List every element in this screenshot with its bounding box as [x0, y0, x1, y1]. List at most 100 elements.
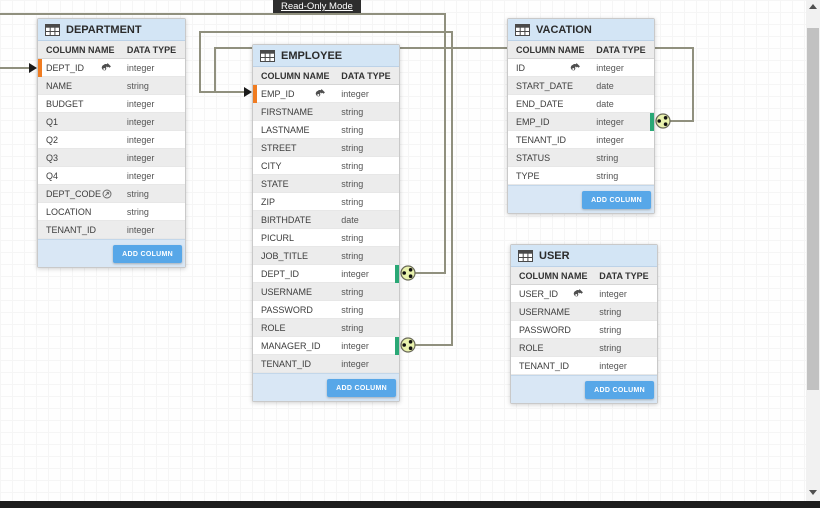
column-row[interactable]: PASSWORD string	[511, 321, 657, 339]
column-type: string	[599, 324, 622, 335]
column-name: START_DATE	[516, 80, 574, 91]
column-type: integer	[126, 98, 155, 109]
horizontal-scrollbar[interactable]	[0, 501, 820, 508]
column-type: string	[341, 178, 364, 189]
add-column-button[interactable]: ADD COLUMN	[585, 381, 654, 399]
arrowhead-employee-empid	[244, 87, 252, 97]
column-type: date	[341, 214, 359, 225]
column-type: string	[596, 170, 619, 181]
table-title-bar[interactable]: USER	[511, 245, 657, 267]
column-type: string	[341, 106, 364, 117]
column-name: DEPT_ID	[261, 268, 300, 279]
table-title-bar[interactable]: DEPARTMENT	[38, 19, 185, 41]
read-only-mode-badge[interactable]: Read-Only Mode	[273, 0, 361, 13]
table-title: USER	[539, 249, 570, 262]
wire-employee-managerid-to-employee-empid	[199, 31, 453, 346]
add-column-button[interactable]: ADD COLUMN	[582, 191, 651, 209]
column-type: integer	[126, 62, 155, 73]
foreign-key-marker	[395, 337, 399, 355]
table-title-bar[interactable]: EMPLOYEE	[253, 45, 399, 67]
column-name: PASSWORD	[519, 324, 571, 335]
column-name: ROLE	[519, 342, 544, 353]
column-name: PASSWORD	[261, 304, 313, 315]
table-title: VACATION	[536, 23, 592, 36]
column-row[interactable]: ID integer	[508, 59, 654, 77]
arrowhead-department-deptid	[29, 63, 37, 73]
table-icon	[515, 23, 530, 36]
add-column-button[interactable]: ADD COLUMN	[113, 245, 182, 263]
table-footer: ADD COLUMN	[38, 239, 185, 267]
column-type: integer	[341, 340, 369, 351]
column-row[interactable]: MANAGER_ID integer	[253, 337, 399, 355]
column-type: integer	[599, 288, 627, 299]
column-type: integer	[599, 360, 627, 371]
wire-employee-deptid-to-department-deptid	[0, 13, 446, 274]
scroll-down-arrow-icon[interactable]	[809, 490, 817, 495]
connector-employee-deptid[interactable]	[400, 265, 416, 281]
column-type: integer	[596, 62, 624, 73]
connector-employee-managerid[interactable]	[400, 337, 416, 353]
column-row[interactable]: PASSWORD string	[253, 301, 399, 319]
column-type: string	[126, 80, 149, 91]
circled-arrow-icon	[102, 189, 112, 199]
column-header-name: COLUMN NAME	[516, 44, 585, 55]
column-type: string	[341, 304, 364, 315]
scroll-up-arrow-icon[interactable]	[809, 4, 817, 9]
add-column-button[interactable]: ADD COLUMN	[327, 379, 396, 397]
column-header-type: DATA TYPE	[341, 70, 391, 81]
column-name: MANAGER_ID	[261, 340, 321, 351]
column-name: ID	[516, 62, 525, 73]
vertical-scrollbar[interactable]	[806, 0, 820, 501]
column-name: DEPT_CODE	[46, 188, 102, 199]
column-type: integer	[126, 224, 155, 235]
column-name: ROLE	[261, 322, 286, 333]
connector-vacation-empid[interactable]	[655, 113, 671, 129]
vertical-scrollbar-thumb[interactable]	[807, 28, 819, 390]
column-name: USERNAME	[519, 306, 571, 317]
table-title-bar[interactable]: VACATION	[508, 19, 654, 41]
